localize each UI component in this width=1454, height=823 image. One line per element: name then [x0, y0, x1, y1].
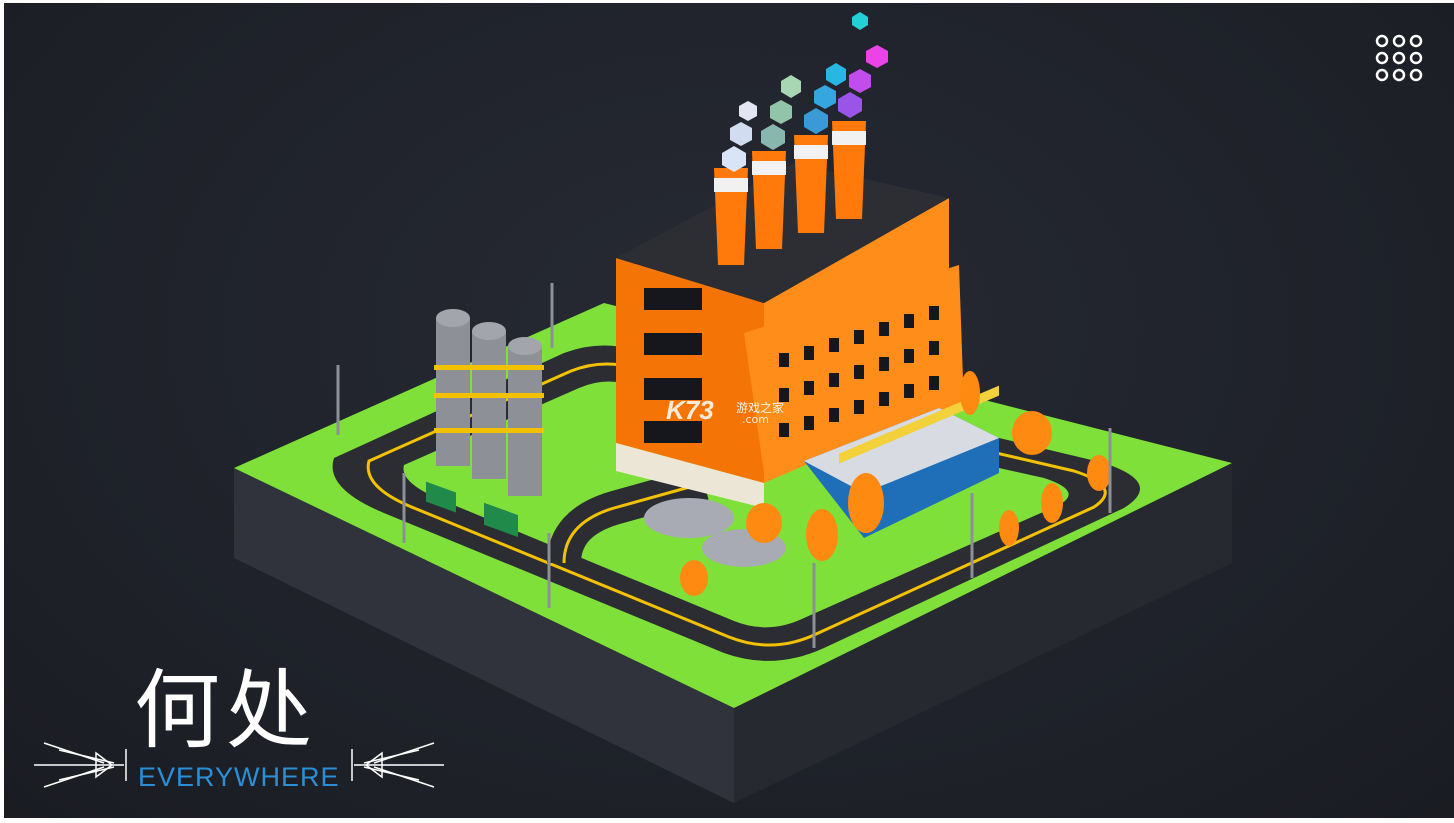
road-branch-line [562, 481, 705, 564]
platform-side-right [734, 463, 1232, 803]
silos [434, 309, 544, 496]
chimneys [714, 121, 866, 265]
watermark-domain: .com [742, 413, 769, 426]
grid-menu-button[interactable] [1372, 31, 1426, 85]
watermark: K73 游戏之家 .com [666, 393, 806, 433]
road-inner-grass [403, 381, 1069, 628]
grid-menu-icon [1375, 34, 1423, 82]
logo-decoration-left [34, 742, 127, 788]
logo-title-cn: 何处 [134, 661, 318, 761]
game-logo: 何处 Everywhere [34, 663, 444, 803]
logo-decoration-right [351, 742, 444, 788]
road-signs [402, 473, 551, 608]
watermark-cn: 游戏之家 [736, 401, 785, 415]
smoke [722, 12, 888, 172]
watermark-mark: K73 [666, 395, 714, 425]
street-lamps [336, 283, 1112, 648]
platform-side-left [234, 468, 734, 803]
logo-title-en: Everywhere [138, 762, 340, 792]
trees [680, 371, 1111, 596]
isometric-factory-scene [234, 12, 1232, 803]
